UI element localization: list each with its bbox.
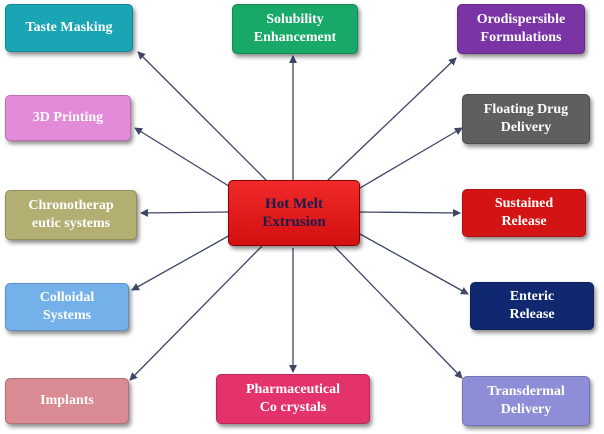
solubility-enhancement-node: Solubility Enhancement [232, 4, 358, 54]
sustained-release-node: Sustained Release [462, 189, 586, 237]
chronotherapeutic-systems-node: Chronotherap eutic systems [5, 190, 137, 240]
implants-node: Implants [5, 378, 129, 424]
orodispersible-formulations-node: Orodispersible Formulations [457, 4, 585, 54]
taste-masking-node: Taste Masking [5, 4, 133, 52]
arrow-sustained-release [359, 208, 461, 217]
arrow-floating-drug [359, 127, 463, 189]
arrow-colloidal [131, 233, 233, 291]
arrow-3d-printing [134, 127, 233, 189]
arrow-orodispersible [325, 57, 457, 183]
pharmaceutical-cocrystals-node: Pharmaceutical Co crystals [216, 374, 370, 424]
arrow-taste-masking [137, 51, 269, 183]
3d-printing-node: 3D Printing [5, 95, 131, 141]
enteric-release-node: Enteric Release [470, 282, 594, 330]
floating-drug-delivery-node: Floating Drug Delivery [462, 94, 590, 144]
arrow-chronotherapeutic [140, 208, 229, 217]
transdermal-delivery-node: Transdermal Delivery [462, 376, 590, 426]
colloidal-systems-node: Colloidal Systems [5, 283, 129, 331]
arrow-implants [129, 245, 263, 381]
arrow-enteric-release [359, 233, 469, 295]
hot-melt-extrusion-node: Hot Melt Extrusion [228, 180, 360, 246]
arrow-transdermal [333, 245, 463, 379]
